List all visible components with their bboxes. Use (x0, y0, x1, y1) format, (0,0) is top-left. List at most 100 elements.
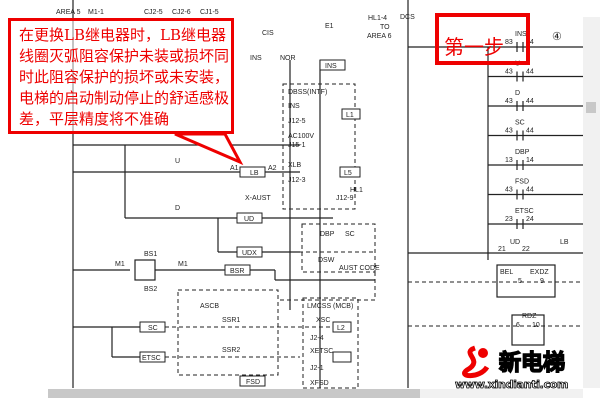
udx-coil-label: UDX (242, 250, 257, 257)
lb-coil (239, 166, 266, 178)
contact-pin: 23 (505, 216, 513, 223)
coils: LB A1 A2 U UD D X-AUST UDX BSR M1 M1 BS1… (115, 14, 569, 387)
ins-switch-label: INS (250, 55, 262, 62)
vertical-scrollbar[interactable] (583, 17, 600, 388)
contact-name: D (515, 90, 520, 97)
logo-icon (462, 345, 490, 379)
exdz-label: EXDZ (530, 269, 549, 276)
contact-pin: 44 (526, 187, 534, 194)
contact-pin: 14 (526, 157, 534, 164)
sc-coil-label: SC (148, 325, 158, 332)
contact-pin: 13 (505, 157, 513, 164)
vertical-scrollbar-thumb[interactable] (586, 102, 596, 113)
pin-9: 9 (540, 278, 544, 285)
ins-coil-label: INS (325, 63, 337, 70)
annotation-text: 在更换LB继电器时，LB继电器线圈灭弧阻容保护未装或损坏同时此阻容保护的损坏或未… (19, 26, 230, 128)
dbss-label: DBSS(INTF) (288, 89, 327, 96)
a2-label: A2 (268, 165, 277, 172)
nor-label: NOR (280, 55, 296, 62)
contact-pin: 44 (526, 98, 534, 105)
annotation-callout: 在更换LB继电器时，LB继电器线圈灭弧阻容保护未装或损坏同时此阻容保护的损坏或未… (8, 18, 234, 134)
a1-label: A1 (230, 165, 239, 172)
contact-name: DBP (515, 149, 530, 156)
cj2-6-label: CJ2-6 (172, 9, 191, 16)
contact-pin: 43 (505, 128, 513, 135)
dbp-label: DBP (320, 231, 335, 238)
contact-d: D43 44 (488, 90, 583, 111)
wiring (72, 0, 583, 389)
j2-4-label: J2-4 (310, 335, 324, 342)
sc-contact-label: SC (345, 231, 355, 238)
x-aust-label: X-AUST (245, 195, 271, 202)
bs1-label: BS1 (144, 251, 157, 258)
m1-label: M1 (115, 261, 125, 268)
contact-pin: 43 (505, 69, 513, 76)
contact-name: SC (515, 120, 525, 127)
pin-5: 5 (518, 278, 522, 285)
m1-label-2: M1 (178, 261, 188, 268)
dsw-label: DSW (318, 257, 335, 264)
area5-label: AREA 5 (56, 9, 81, 16)
contact-name: FSD (515, 179, 529, 186)
logo-url: www.xindianti.com (455, 378, 569, 392)
contact-pin: 24 (526, 216, 534, 223)
bsr-coil-label: BSR (230, 268, 244, 275)
hl1-4-label: HL1-4 (368, 15, 387, 22)
ins-j-label: INS (288, 103, 300, 110)
lb-contact-label: LB (560, 239, 569, 246)
aust-code-label: AUST CODE (339, 265, 380, 272)
contact-pin: 43 (505, 98, 513, 105)
area6-label: AREA 6 (367, 33, 392, 40)
contact-name: ETSC (515, 208, 534, 215)
ac100v-label: AC100V (288, 133, 314, 140)
dcs-label: DCS (400, 14, 415, 21)
fsd-coil-label: FSD (246, 379, 260, 386)
ud-contact-label: UD (510, 239, 520, 246)
lb-coil-label: LB (250, 170, 259, 177)
contact-pin: 43 (505, 187, 513, 194)
ssr1-label: SSR1 (222, 317, 240, 324)
pin-10: 10 (532, 322, 540, 329)
ssr2-label: SSR2 (222, 347, 240, 354)
l2-label: L2 (337, 325, 345, 332)
cj1-5-label: CJ1-5 (200, 9, 219, 16)
xsc-label: XSC (316, 317, 330, 324)
j2-1-label: J2-1 (310, 365, 324, 372)
horizontal-scrollbar-thumb[interactable] (48, 389, 420, 398)
bs2-label: BS2 (144, 286, 157, 293)
ascb-label: ASCB (200, 303, 219, 310)
cj2-5-label: CJ2-5 (144, 9, 163, 16)
e1-label: E1 (325, 23, 334, 30)
j12-9-label: J12-9 (336, 195, 354, 202)
xetsc-label: XETSC (310, 348, 333, 355)
xfsd-label: XFSD (310, 380, 329, 387)
etsc-coil-label: ETSC (142, 355, 161, 362)
pin-21: 21 (498, 246, 506, 253)
contact-pin: 44 (526, 128, 534, 135)
j12-5-label: J12-5 (288, 118, 306, 125)
xlb-label: XLB (288, 162, 302, 169)
j12-3-label: J12-3 (288, 177, 306, 184)
step-box: 第一步 (435, 13, 530, 65)
l5-label: L5 (344, 170, 352, 177)
watermark-logo: 新电梯 www.xindianti.com (455, 345, 600, 400)
horizontal-scrollbar[interactable] (48, 389, 583, 398)
d-contact-label: D (175, 205, 180, 212)
step-label: 第一步 (444, 35, 504, 59)
contact-pin: 83 (505, 39, 513, 46)
callout-tail (174, 132, 244, 166)
j15-1-label: J15-1 (288, 142, 306, 149)
pin-6: 6 (516, 322, 520, 329)
contact-name: INS (515, 31, 527, 38)
bel-label: BEL (500, 269, 513, 276)
m1-1-label: M1-1 (88, 9, 104, 16)
pin-22: 22 (522, 246, 530, 253)
cis-label: CIS (262, 30, 274, 37)
top-left-labels: AREA 5 M1-1 CJ2-5 CJ2-6 CJ1-5 (56, 9, 219, 16)
hl1-label: HL1 (350, 187, 363, 194)
